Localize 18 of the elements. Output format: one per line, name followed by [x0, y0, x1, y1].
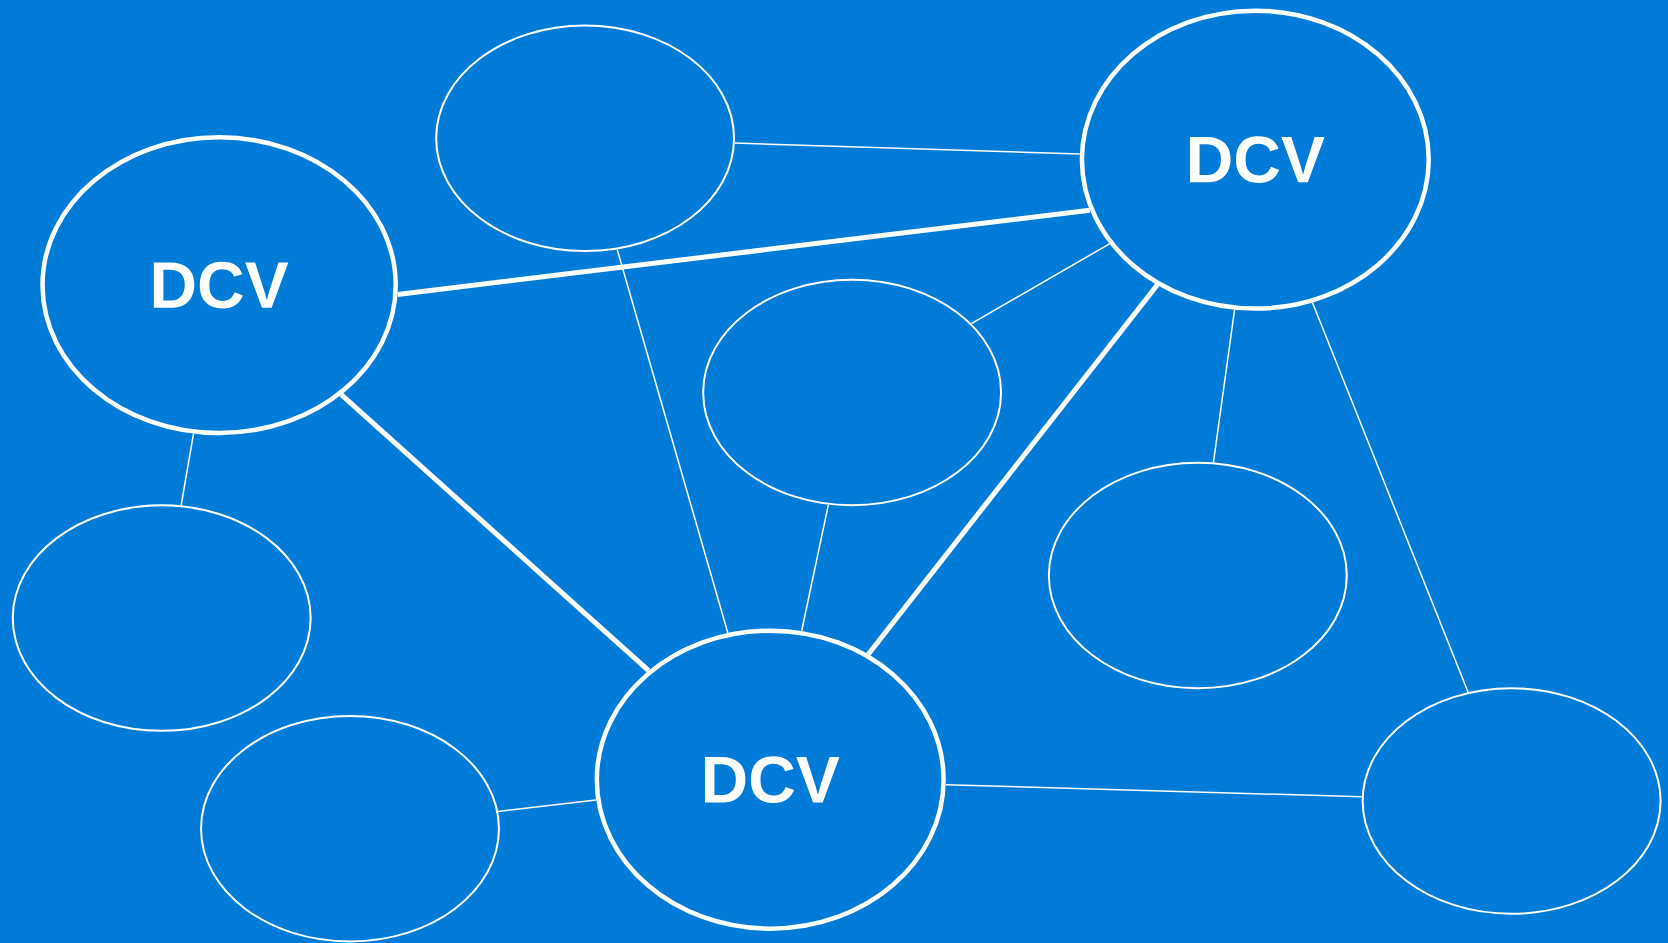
empty-ellipse: [200, 714, 500, 943]
empty-ellipse: [1047, 461, 1348, 690]
connector-line: [866, 283, 1160, 656]
connector-line: [397, 207, 1091, 297]
connector-line: [339, 392, 651, 673]
connector-line: [497, 799, 597, 813]
connector-line: [616, 248, 729, 634]
connector-line: [734, 142, 1081, 155]
connector-line: [1311, 301, 1469, 693]
connector-line: [1212, 309, 1236, 464]
empty-ellipse: [702, 278, 1003, 507]
connector-line: [180, 432, 195, 507]
connector-line: [970, 243, 1111, 325]
empty-ellipse: [1361, 687, 1662, 915]
empty-ellipse: [11, 504, 312, 732]
empty-ellipse: [435, 24, 736, 253]
connector-line: [800, 504, 830, 632]
connector-line: [945, 784, 1363, 798]
